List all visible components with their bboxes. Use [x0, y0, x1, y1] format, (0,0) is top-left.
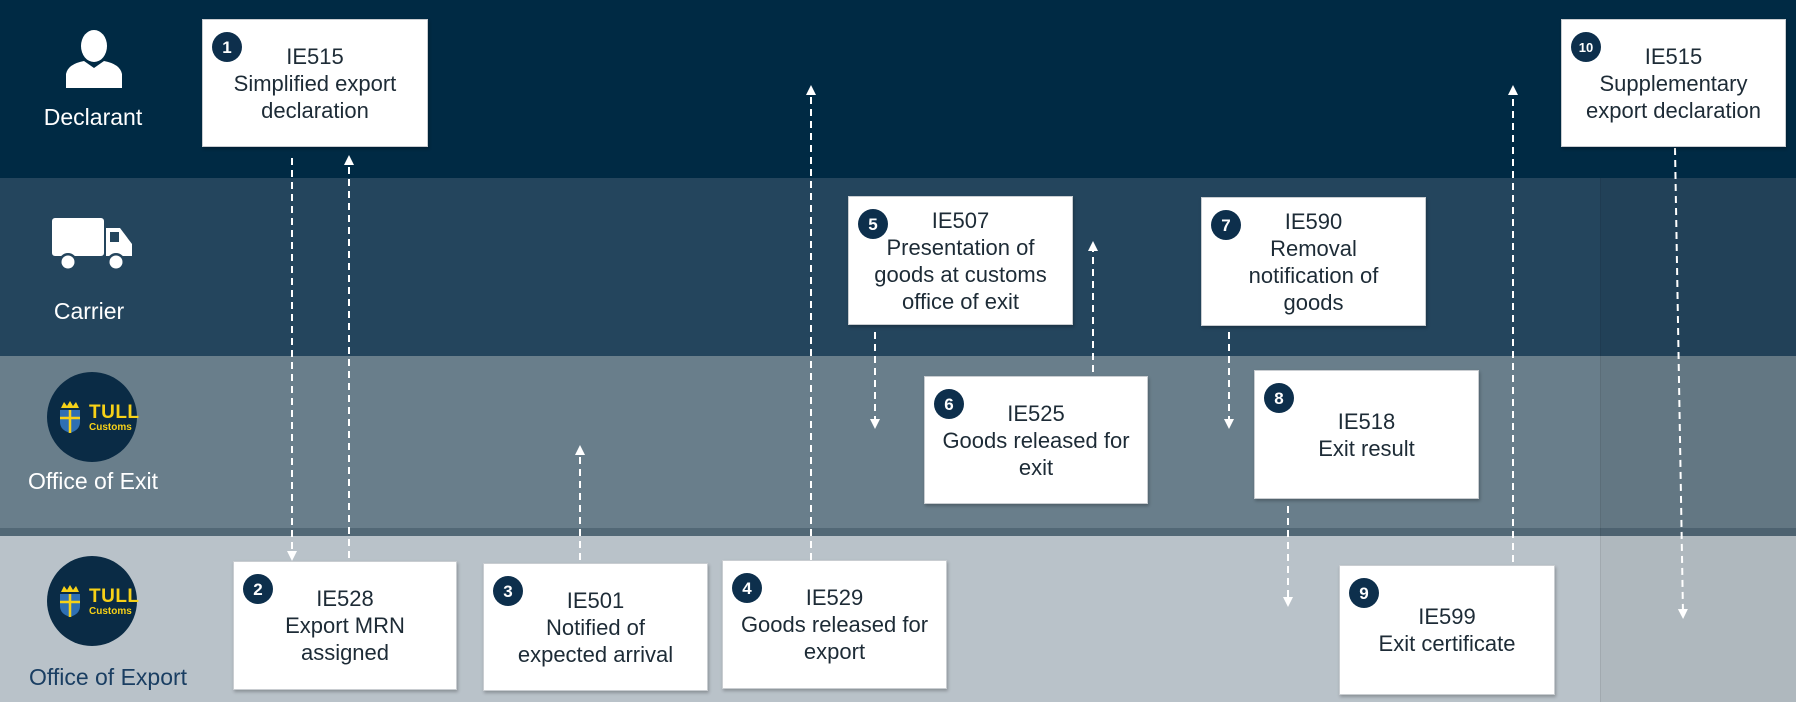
lane-divider [0, 528, 1796, 536]
step-message-code: IE525 [1007, 400, 1065, 426]
final-column-shade [1600, 178, 1796, 702]
step-description: Goods released for exit [942, 427, 1130, 480]
tull-customs-logo: TULL Customs [47, 372, 140, 462]
logo-text: TULL [89, 586, 140, 607]
step-description: Presentation of goods at customs office … [874, 234, 1047, 314]
step-message-code: IE507 [931, 207, 990, 233]
truck-icon [52, 218, 132, 271]
step-number-badge: 6 [934, 389, 964, 419]
step-message-code: IE528 [316, 586, 374, 611]
crown-shield-icon [60, 585, 80, 617]
step-description: Goods released for export [740, 612, 929, 664]
logo-subtext: Customs [89, 422, 132, 433]
lane-label-carrier: Carrier [53, 298, 125, 324]
step-message-code: IE501 [566, 587, 625, 613]
step-description: Export MRN assigned [285, 613, 405, 665]
step-number-badge: 10 [1571, 32, 1601, 62]
step-number-badge: 5 [858, 209, 888, 239]
step-box-1: 1 IE515 Simplified export declaration [202, 19, 428, 147]
step-box-5: 5 IE507 Presentation of goods at customs… [848, 196, 1073, 325]
step-box-3: 3 IE501 Notified of expected arrival [483, 563, 708, 691]
step-number-badge: 3 [493, 576, 523, 606]
logo-subtext: Customs [89, 606, 132, 617]
person-icon [66, 30, 122, 88]
step-number-badge: 7 [1211, 210, 1241, 240]
step-box-8: 8 IE518 Exit result [1254, 370, 1479, 499]
arrow-10-to-export [1674, 147, 1688, 619]
step-description: Removal notification of goods [1248, 235, 1379, 315]
step-box-9: 9 IE599 Exit certificate [1339, 565, 1555, 695]
step-description: Supplementary export declaration [1586, 70, 1761, 123]
lane-label-office-of-exit: Office of Exit [28, 468, 158, 494]
step-number-badge: 9 [1349, 578, 1379, 608]
logo-text: TULL [89, 402, 140, 423]
step-number-badge: 1 [212, 32, 242, 62]
lane-label-office-of-export: Office of Export [28, 664, 188, 690]
step-box-4: 4 IE529 Goods released for export [722, 560, 947, 689]
step-message-code: IE518 [1337, 408, 1396, 434]
step-description: Exit certificate [1378, 631, 1516, 656]
step-message-code: IE515 [1644, 43, 1703, 69]
step-box-2: 2 IE528 Export MRN assigned [233, 561, 457, 690]
step-message-code: IE529 [805, 585, 864, 610]
step-number-badge: 8 [1264, 383, 1294, 413]
step-description: Exit result [1318, 435, 1415, 461]
step-message-code: IE599 [1418, 604, 1476, 629]
step-number-badge: 4 [732, 573, 762, 603]
step-message-code: IE590 [1284, 208, 1343, 234]
tull-customs-logo: TULL Customs [47, 556, 140, 646]
step-box-7: 7 IE590 Removal notification of goods [1201, 197, 1426, 326]
step-description: Simplified export declaration [233, 70, 397, 123]
crown-shield-icon [60, 401, 80, 433]
step-number-badge: 2 [243, 574, 273, 604]
lane-office-of-exit [0, 356, 1796, 528]
lane-label-declarant: Declarant [43, 104, 143, 130]
step-description: Notified of expected arrival [517, 614, 674, 667]
step-box-10: 10 IE515 Supplementary export declaratio… [1561, 19, 1786, 147]
step-message-code: IE515 [286, 43, 344, 69]
step-box-6: 6 IE525 Goods released for exit [924, 376, 1148, 504]
